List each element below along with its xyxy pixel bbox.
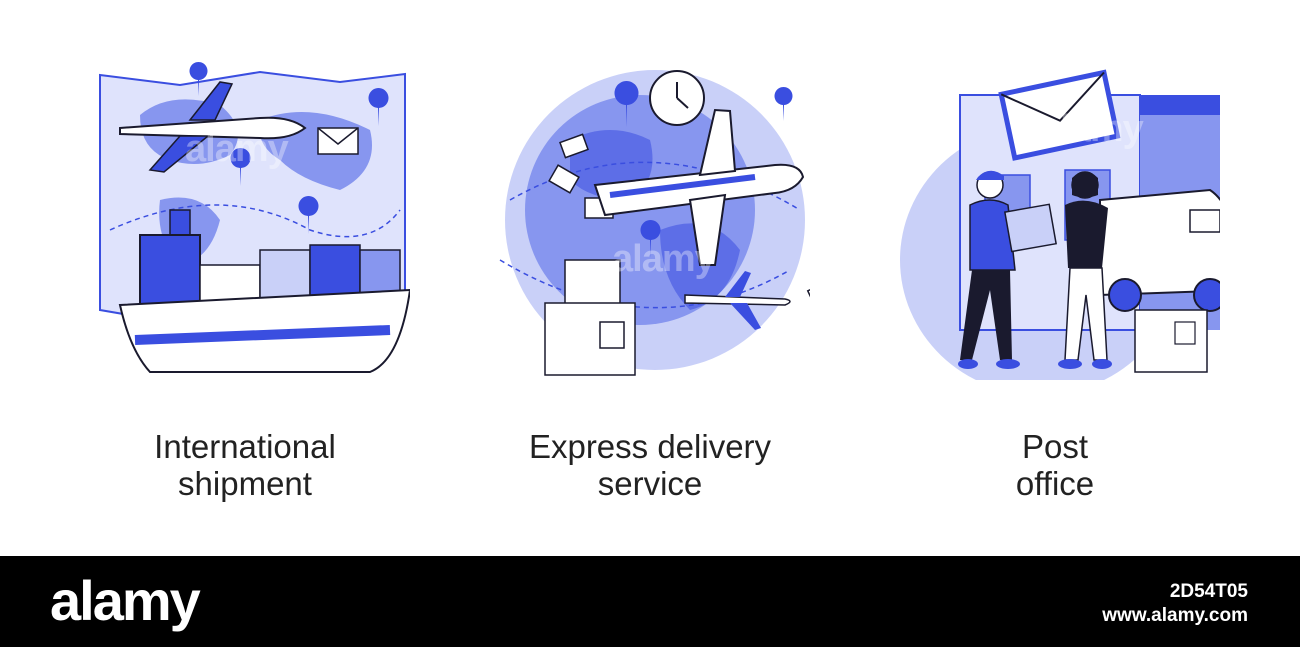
caption-express-delivery: Express delivery service <box>440 428 860 502</box>
airplane-globe-icon <box>499 70 810 376</box>
site-url: www.alamy.com <box>1102 605 1248 626</box>
caption-line: shipment <box>178 465 312 502</box>
image-id: 2D54T05 <box>1169 581 1248 602</box>
footer-bar: alamy 2D54T05 www.alamy.com <box>0 556 1300 647</box>
panel-international-shipment: International shipment <box>35 0 455 556</box>
caption-line: service <box>597 465 703 502</box>
caption-line: International <box>154 428 336 465</box>
caption-line: office <box>1015 465 1095 502</box>
cargo-ship-icon <box>99 62 410 373</box>
stock-info: 2D54T05 www.alamy.com <box>1102 580 1248 628</box>
caption-line: Post <box>1021 428 1089 465</box>
panel-post-office: Post office <box>845 0 1265 556</box>
caption-post-office: Post office <box>845 428 1265 502</box>
caption-line: Express delivery <box>528 428 772 465</box>
caption-international-shipment: International shipment <box>35 428 455 502</box>
alamy-logo: alamy <box>50 569 201 632</box>
post-office-icon <box>900 69 1220 380</box>
panel-express-delivery: Express delivery service <box>440 0 860 556</box>
